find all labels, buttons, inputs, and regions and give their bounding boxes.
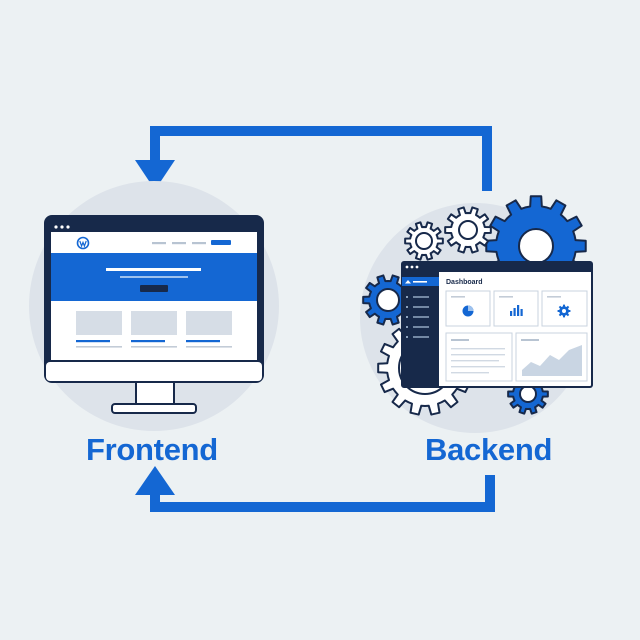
gear-icon [404, 221, 444, 261]
content-card [76, 311, 122, 348]
dashboard-window: Dashboard [401, 261, 593, 388]
hero-headline [106, 268, 201, 271]
pie-chart-icon [462, 305, 474, 317]
nav-cta-button [211, 240, 231, 245]
stat-card-settings [541, 290, 588, 327]
arrow-down-icon [135, 160, 175, 190]
gear-icon [557, 304, 571, 318]
area-chart-icon [522, 345, 582, 376]
sidebar-item [406, 326, 408, 328]
sidebar-item [413, 336, 429, 338]
browser-dot [60, 225, 64, 229]
sidebar-item [413, 306, 429, 308]
bar-chart-icon [510, 305, 523, 316]
browser-dot [54, 225, 58, 229]
stat-card-pie [445, 290, 491, 327]
area-chart-panel [515, 332, 588, 382]
home-icon [405, 280, 411, 284]
monitor-stand [111, 381, 197, 414]
wordpress-logo-icon [76, 236, 90, 250]
arrow-top-line [150, 126, 492, 191]
arrow-bottom-line [150, 475, 495, 512]
sidebar-item [406, 306, 408, 308]
text-panel [445, 332, 513, 382]
gear-icon [444, 206, 492, 254]
sidebar-item [413, 326, 429, 328]
hero-button [140, 285, 168, 292]
arrow-up-icon [135, 466, 175, 495]
frontend-illustration [29, 181, 279, 431]
sidebar-item [406, 316, 408, 318]
nav-link [192, 242, 206, 245]
nav-link [172, 242, 186, 245]
sidebar-item [406, 296, 408, 298]
arrow-bottom [135, 466, 495, 512]
browser-dot [66, 225, 70, 229]
sidebar-item [413, 316, 429, 318]
stat-card-bars [493, 290, 539, 327]
frontend-label: Frontend [86, 432, 218, 467]
content-card [131, 311, 177, 348]
sidebar-item [413, 296, 429, 298]
arrow-top [135, 126, 492, 191]
monitor-chin [46, 362, 262, 381]
hero-subline [120, 276, 188, 278]
dashboard-sidebar [402, 272, 439, 387]
sidebar-item [406, 336, 408, 338]
monitor-screen [51, 222, 257, 360]
dashboard-title: Dashboard [446, 279, 483, 286]
nav-link [152, 242, 166, 245]
content-card [186, 311, 232, 348]
backend-label: Backend [425, 432, 553, 467]
backend-illustration: Dashboard [360, 195, 593, 433]
